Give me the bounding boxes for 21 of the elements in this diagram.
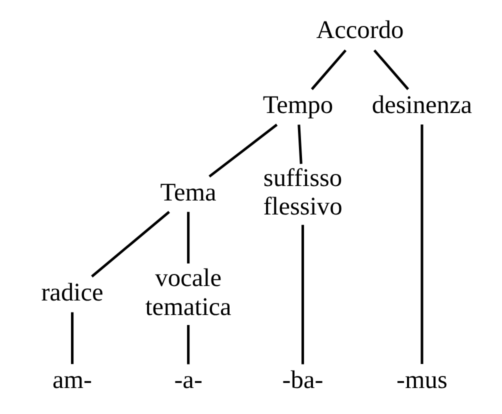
node-text: vocale tematica — [144, 263, 231, 321]
connector — [420, 124, 423, 364]
node-text: Tempo — [262, 90, 333, 119]
node-text: -ba- — [282, 364, 323, 394]
node-text: Tema — [160, 177, 216, 206]
node-text: suffisso flessivo — [262, 163, 342, 221]
connector — [186, 325, 190, 364]
connector — [208, 124, 278, 178]
connector — [70, 312, 74, 364]
connector — [297, 124, 302, 164]
connector — [186, 212, 190, 264]
connector — [310, 50, 346, 90]
node-text: Accordo — [316, 15, 404, 44]
node-text: am- — [52, 364, 92, 394]
node-text: desinenza — [371, 90, 472, 119]
connector — [90, 210, 170, 278]
connector — [372, 50, 409, 90]
connector — [301, 224, 304, 364]
node-text: -mus — [396, 364, 447, 394]
node-text: -a- — [174, 364, 202, 394]
node-text: radice — [40, 277, 103, 306]
